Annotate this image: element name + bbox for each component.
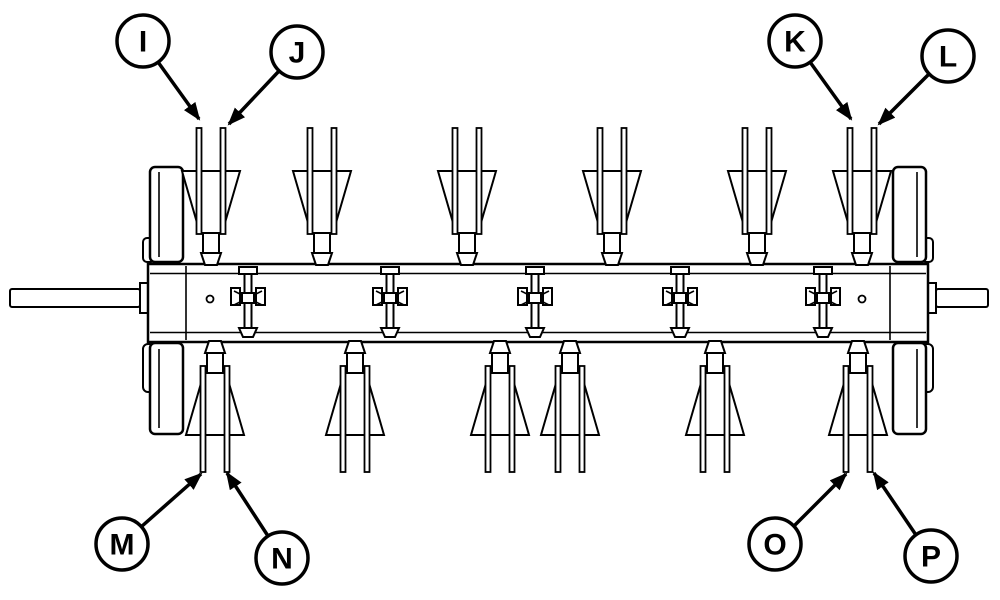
- callout-n-arrow: [225, 471, 270, 537]
- callout-i-arrow: [156, 60, 201, 121]
- callout-n-label: N: [271, 543, 293, 576]
- callout-l-circle: [920, 28, 976, 84]
- bottom-tine-assembly-3: [470, 340, 530, 473]
- bottom-tine-assembly-5: [685, 340, 745, 473]
- right-end-pad-top: [891, 165, 928, 264]
- callout-m-label: M: [110, 529, 135, 562]
- callout-k: K: [767, 13, 853, 121]
- right-shaft-rod: [935, 288, 989, 308]
- callout-i-circle: [115, 13, 171, 69]
- bottom-tine-assembly-6: [828, 340, 888, 473]
- callout-p-label: P: [921, 541, 941, 574]
- callout-n-circle: [254, 530, 310, 586]
- right-end-pad-bottom: [891, 341, 928, 436]
- callout-k-label: K: [784, 26, 806, 59]
- callout-l: L: [877, 28, 976, 126]
- callout-m: M: [94, 472, 203, 572]
- top-tine-assembly-2: [292, 127, 352, 266]
- callout-m-arrow: [139, 472, 203, 529]
- bottom-tine-assembly-4: [540, 340, 600, 473]
- top-tine-assembly-1: [181, 127, 241, 266]
- bolt-hole-right: [857, 294, 867, 304]
- callout-l-arrow: [877, 72, 931, 126]
- callout-o-arrow: [792, 472, 848, 528]
- callout-l-label: L: [939, 41, 957, 74]
- left-end-pad-top: [148, 165, 185, 264]
- callout-o: O: [747, 472, 848, 572]
- callout-o-circle: [747, 516, 803, 572]
- top-tine-assembly-3: [437, 127, 497, 266]
- callout-p-circle: [903, 528, 959, 584]
- callout-j: J: [227, 24, 325, 126]
- top-tine-assembly-6: [832, 127, 892, 266]
- right-shaft: [925, 282, 989, 314]
- bolt-hole-left: [205, 294, 215, 304]
- callout-j-circle: [269, 24, 325, 80]
- callout-k-circle: [767, 13, 823, 69]
- callout-j-label: J: [289, 37, 306, 70]
- right-end-plate: [891, 165, 934, 436]
- top-tine-assembly-5: [727, 127, 787, 266]
- left-shaft: [9, 282, 151, 314]
- top-tine-assembly-4: [582, 127, 642, 266]
- callout-j-arrow: [227, 69, 281, 126]
- callout-p-arrow: [872, 471, 918, 536]
- callout-i: I: [115, 13, 201, 121]
- callout-o-label: O: [763, 529, 786, 562]
- callout-k-arrow: [808, 60, 853, 121]
- callout-i-label: I: [139, 26, 147, 59]
- callout-n: N: [225, 471, 310, 586]
- left-end-pad-bottom: [148, 341, 185, 436]
- left-end-plate: [142, 165, 185, 436]
- left-shaft-rod: [9, 288, 141, 308]
- callout-m-circle: [94, 516, 150, 572]
- callout-p: P: [872, 471, 959, 584]
- bottom-tine-assembly-1: [185, 340, 245, 473]
- bottom-tine-assembly-2: [325, 340, 385, 473]
